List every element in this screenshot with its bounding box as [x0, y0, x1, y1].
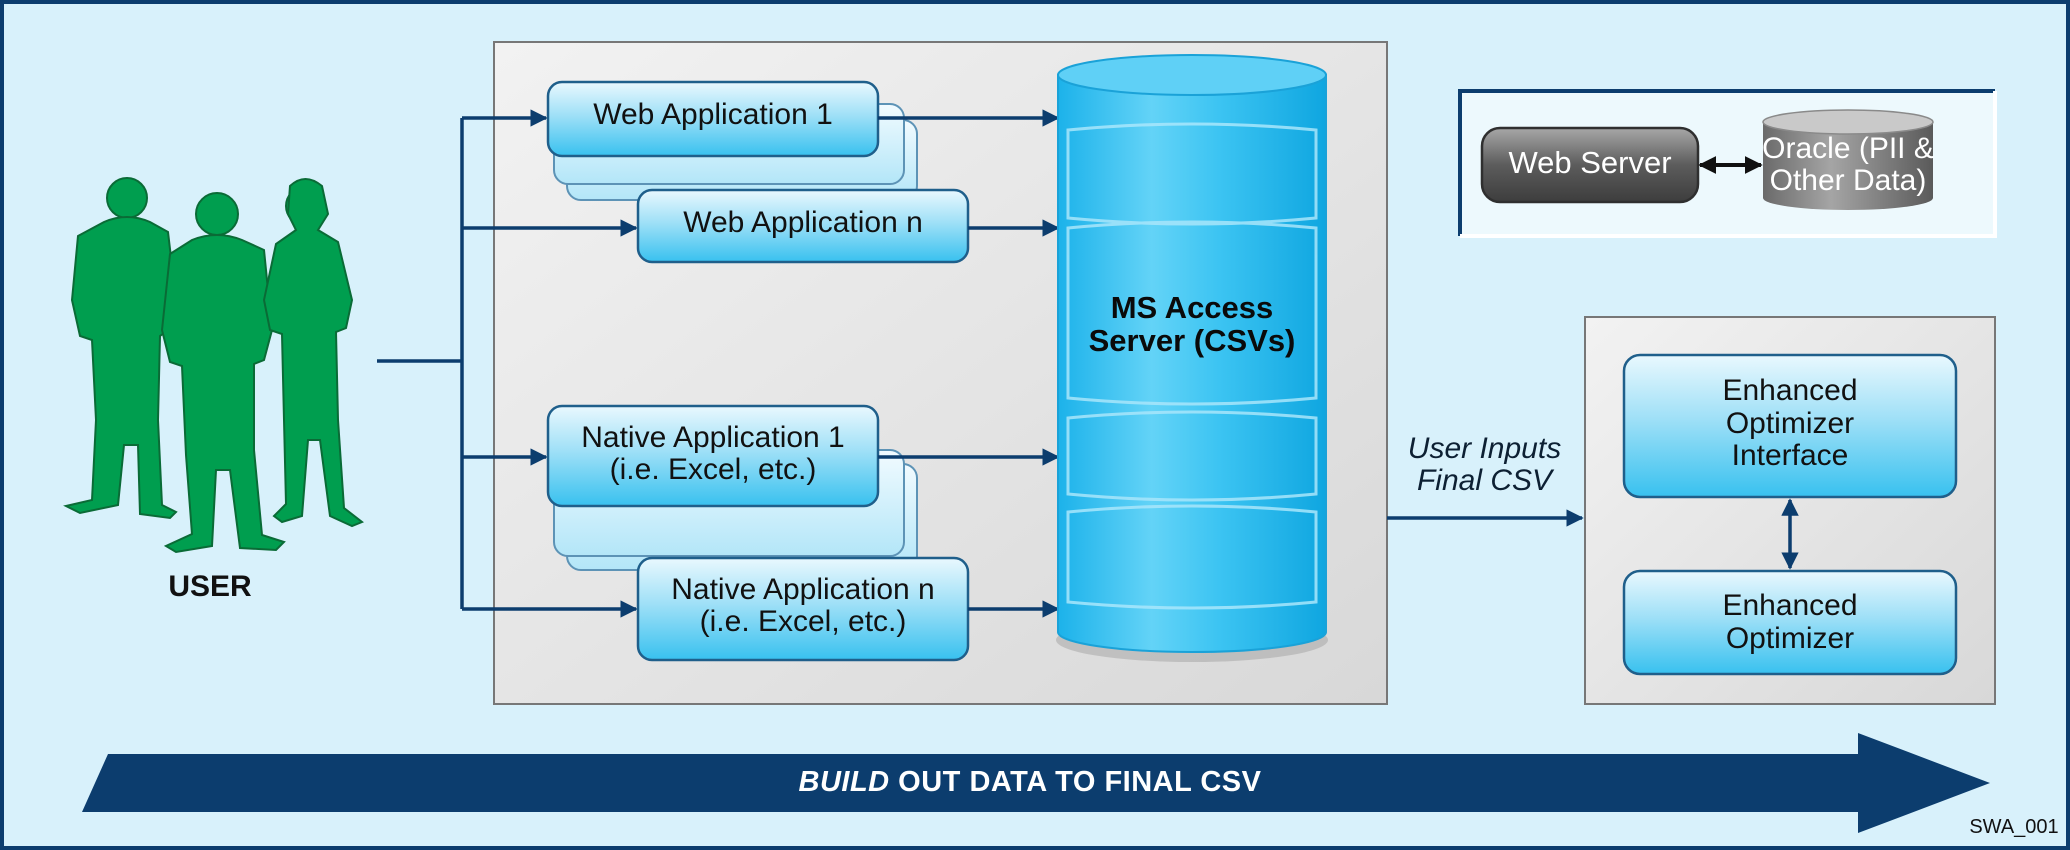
oracle-label: Oracle (PII & Other Data)	[1762, 131, 1934, 197]
optimizer-box	[1622, 569, 1958, 676]
banner-emphasis: BUILD	[798, 766, 890, 799]
app-to-database-arrows	[878, 109, 1060, 618]
web-server-pill	[1480, 126, 1700, 204]
web-app-n-label: Web Application n	[683, 205, 923, 239]
optimizer-label: Enhanced Optimizer	[1722, 589, 1858, 655]
optimizer-interface-box	[1622, 353, 1958, 499]
user-connectors	[377, 109, 638, 618]
user-silhouettes-icon	[63, 177, 364, 554]
web-server-label: Web Server	[1508, 145, 1672, 181]
web-app-1-label: Web Application 1	[593, 97, 833, 131]
optimizer-interface-label: Enhanced Optimizer Interface	[1722, 374, 1858, 473]
banner-text: BUILD OUT DATA TO FINAL CSV	[500, 758, 1560, 808]
build-out-banner-arrow	[82, 733, 1990, 833]
web-app-n-box	[636, 188, 970, 264]
database-label: MS Access Server (CSVs)	[1088, 289, 1296, 358]
user-label: USER	[168, 569, 252, 603]
figure-code: SWA_001	[1969, 816, 2059, 839]
transfer-note: User Inputs Final CSV	[1407, 431, 1562, 497]
banner-rest: OUT DATA TO FINAL CSV	[889, 766, 1262, 799]
native-app-1-label: Native Application 1 (i.e. Excel, etc.)	[581, 420, 845, 486]
database-cylinder-icon	[1056, 54, 1328, 662]
oracle-cylinder-icon	[1762, 109, 1934, 210]
native-app-n-label: Native Application n (i.e. Excel, etc.)	[671, 572, 935, 638]
